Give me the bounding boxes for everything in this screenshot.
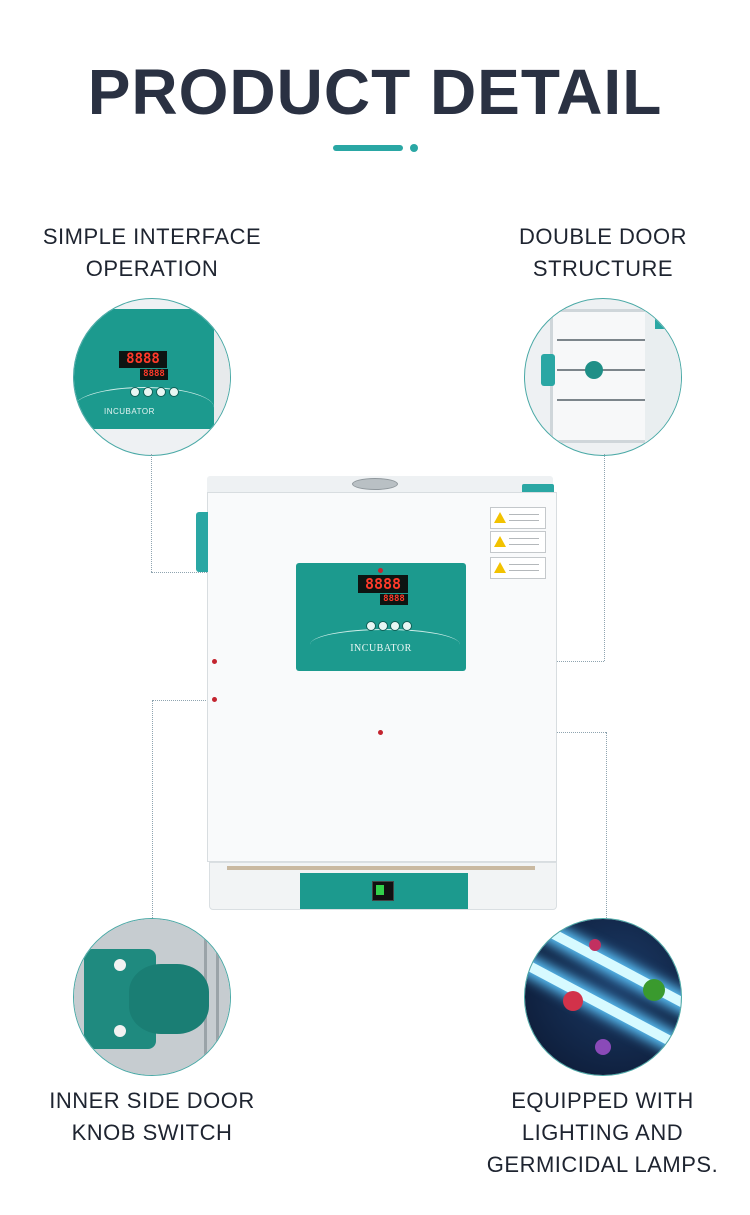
page-title: PRODUCT DETAIL xyxy=(87,56,663,128)
panel-label: INCUBATOR xyxy=(350,643,412,654)
marker-dot xyxy=(378,730,383,735)
side-hinge xyxy=(196,512,208,572)
marker-dot xyxy=(212,697,217,702)
control-panel-icon: 8888 8888 INCUBATOR xyxy=(73,298,231,456)
title-underline xyxy=(333,145,403,151)
feature-label-interface: SIMPLE INTERFACE OPERATION xyxy=(42,224,262,281)
warning-label xyxy=(490,531,546,553)
zoom-panel-label: INCUBATOR xyxy=(104,407,155,416)
zoom-display-main: 8888 xyxy=(119,351,167,368)
panel-button-1[interactable] xyxy=(366,621,376,631)
germ-icon xyxy=(589,939,601,951)
knob-icon xyxy=(73,918,231,1076)
door-seal xyxy=(227,866,535,870)
zoom-display-sub: 8888 xyxy=(140,369,168,380)
incubator-body xyxy=(207,492,557,862)
panel-button-4[interactable] xyxy=(402,621,412,631)
setpoint-display: 8888 xyxy=(380,594,408,605)
door-knob-icon xyxy=(585,361,603,379)
panel-button-3[interactable] xyxy=(390,621,400,631)
feature-label-door: DOUBLE DOOR STRUCTURE xyxy=(518,224,688,281)
germ-icon xyxy=(563,991,583,1011)
power-switch-indicator xyxy=(376,885,384,895)
warning-label xyxy=(490,557,546,579)
panel-button-2[interactable] xyxy=(378,621,388,631)
warning-label xyxy=(490,507,546,529)
germ-icon xyxy=(595,1039,611,1055)
marker-dot xyxy=(378,568,383,573)
feature-label-lamps: EQUIPPED WITH LIGHTING AND GERMICIDAL LA… xyxy=(486,1088,719,1177)
temperature-display: 8888 xyxy=(358,575,408,593)
feature-label-knob: INNER SIDE DOOR KNOB SWITCH xyxy=(49,1088,255,1145)
title-underline-dot xyxy=(410,144,418,152)
control-panel: 8888 8888 INCUBATOR xyxy=(296,563,466,671)
uv-lamp-icon xyxy=(524,918,682,1076)
germ-icon xyxy=(643,979,665,1001)
vent-icon xyxy=(352,478,398,490)
marker-dot xyxy=(212,659,217,664)
door-icon xyxy=(524,298,682,456)
